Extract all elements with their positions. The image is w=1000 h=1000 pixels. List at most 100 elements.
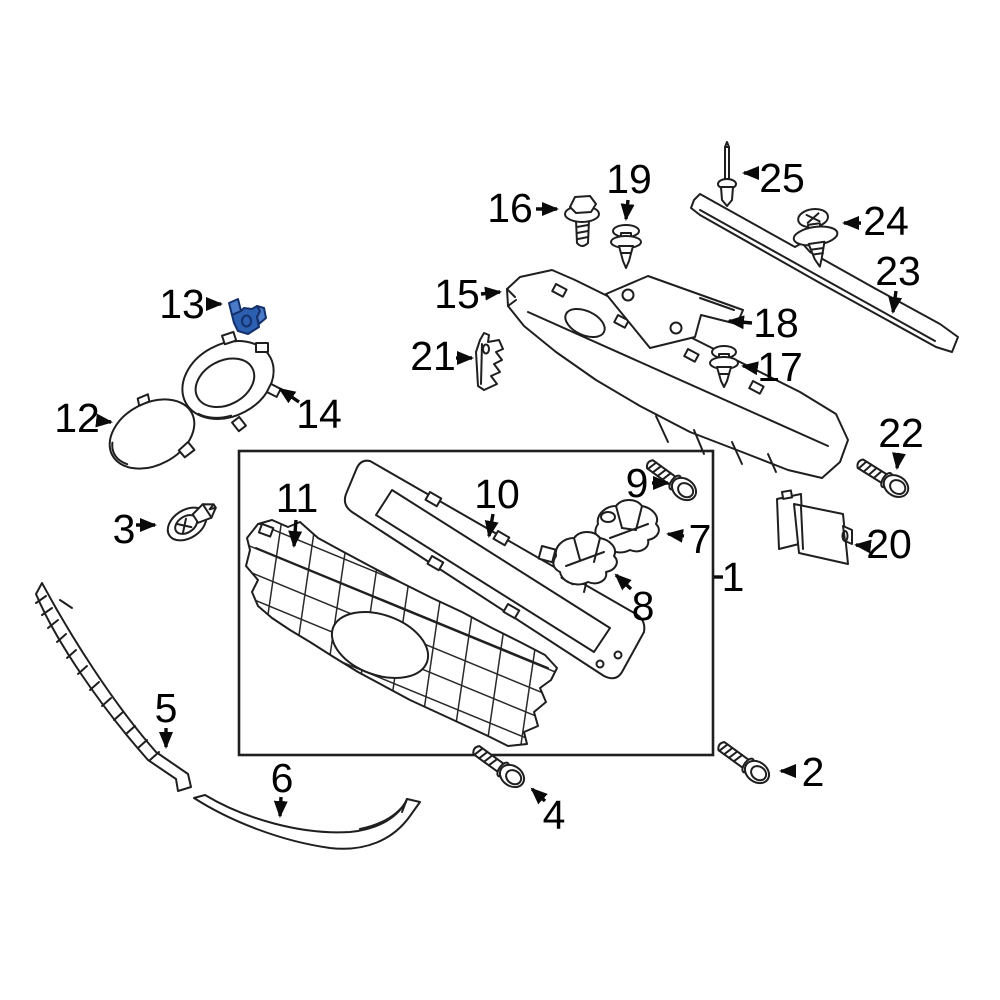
part-19-pin <box>618 245 634 269</box>
part-10-leader-arrow <box>484 513 499 538</box>
part-4-label: 4 <box>543 792 566 838</box>
part-19-push-clip: 19 <box>606 156 652 269</box>
part-24-push-clip: 24 <box>792 198 909 268</box>
part-13-label: 13 <box>159 281 205 327</box>
part-16-hex-head <box>569 195 597 214</box>
part-17-label: 17 <box>757 344 803 390</box>
part-3-push-rivet: 3 <box>113 503 217 552</box>
part-15-leader-arrow <box>480 286 502 301</box>
part-6-outline <box>193 794 421 850</box>
part-21-side-bracket: 21 <box>410 332 504 391</box>
part-18-hole <box>621 288 635 302</box>
part-23-leader-arrow <box>888 290 903 314</box>
part-2-bolt: 2 <box>717 741 825 795</box>
part-10-tab <box>426 555 445 572</box>
part-10-hole <box>595 659 605 669</box>
part-23-inner-line <box>699 209 936 342</box>
part-19-leader-arrow <box>620 199 635 221</box>
part-6-lower-trim-molding: 6 <box>193 755 421 850</box>
part-4-bolt: 4 <box>472 745 566 838</box>
part-7-detail <box>600 511 616 523</box>
part-5-label: 5 <box>155 685 178 731</box>
part-4-shaft <box>472 745 507 774</box>
part-23-trim-strip: 23 <box>690 193 959 353</box>
part-24-label: 24 <box>863 198 909 244</box>
part-12-leader-arrow <box>95 413 113 428</box>
part-5-upper-trim-strip: 5 <box>35 582 192 792</box>
part-4-hex <box>505 769 523 786</box>
part-2-shaft <box>717 741 752 770</box>
part-10-tab <box>502 602 521 620</box>
part-25-label: 25 <box>759 155 805 201</box>
part-15-tier-line <box>527 311 829 447</box>
part-10-label: 10 <box>474 471 520 517</box>
part-22-label: 22 <box>878 410 924 456</box>
part-19-label: 19 <box>606 156 652 202</box>
part-10-tab <box>424 491 443 508</box>
part-13-right-flange <box>256 305 267 325</box>
part-20-slot <box>841 530 849 542</box>
part-18-outline <box>605 275 744 349</box>
part-6-end-fold <box>401 798 408 813</box>
part-2-label: 2 <box>802 749 825 795</box>
part-11-leader-arrow <box>288 519 303 548</box>
part-13-clip-highlighted: 13 <box>159 281 267 335</box>
part-25-rod <box>724 146 730 181</box>
part-4-leader-arrow <box>530 787 548 805</box>
part-9-label: 9 <box>626 460 649 506</box>
part-5-clip-tab <box>59 599 73 609</box>
part-1-label: 1 <box>722 554 745 600</box>
part-10-grille-surround: 10 <box>343 459 646 680</box>
part-17-leader-arrow <box>741 361 759 376</box>
part-18-label: 18 <box>753 300 799 346</box>
part-22-hex <box>889 479 907 496</box>
part-18-bracket-plate: 18 <box>605 275 799 349</box>
part-25-base <box>720 186 734 207</box>
part-15-outline <box>506 269 849 479</box>
part-9-hex <box>677 482 695 499</box>
part-10-hole <box>613 650 623 660</box>
part-3-label: 3 <box>113 506 136 552</box>
part-20-leader-arrow <box>854 539 872 554</box>
part-11-label: 11 <box>276 475 319 521</box>
part-25-pin: 25 <box>717 141 805 207</box>
part-18-hole <box>669 321 683 335</box>
part-12-notch <box>136 393 151 407</box>
part-8-stub <box>583 583 587 593</box>
part-15-label: 15 <box>434 271 480 317</box>
part-15-hole <box>564 307 606 339</box>
part-12-label: 12 <box>54 395 100 441</box>
part-8-bracket: 8 <box>537 531 655 629</box>
part-14-emblem-bezel: 14 <box>181 330 342 437</box>
part-7-label: 7 <box>689 516 712 562</box>
part-20-plate <box>793 503 849 565</box>
part-20-bracket: 20 <box>776 489 912 567</box>
part-13-hole <box>241 314 252 328</box>
part-18-leader-arrow <box>727 315 753 330</box>
part-8-side-tab <box>537 544 557 564</box>
part-7-leader-arrow <box>666 528 685 543</box>
part-11-emblem-area <box>330 611 430 679</box>
part-22-bolt: 22 <box>856 410 924 498</box>
part-16-label: 16 <box>487 185 533 231</box>
part-14-label: 14 <box>296 391 342 437</box>
part-11-detail-tab <box>257 522 275 538</box>
part-16-screw: 16 <box>487 185 600 247</box>
part-8-label: 8 <box>632 583 655 629</box>
part-15-upper-cover-panel: 15 <box>434 269 849 479</box>
part-6-label: 6 <box>271 755 294 801</box>
part-20-label: 20 <box>866 521 912 567</box>
part-10-opening <box>375 489 611 653</box>
part-6-leader-arrow <box>273 796 288 818</box>
part-21-hole <box>482 343 490 355</box>
part-11-outline <box>245 519 558 747</box>
part-12-emblem-cover: 12 <box>54 393 196 470</box>
part-17-push-clip: 17 <box>709 344 803 390</box>
part-11-top-bar-line <box>255 547 549 669</box>
part-14-leader-arrow <box>278 387 300 404</box>
part-17-pin <box>716 366 732 388</box>
part-9-bolt: 9 <box>626 459 698 506</box>
part-21-label: 21 <box>410 333 456 379</box>
